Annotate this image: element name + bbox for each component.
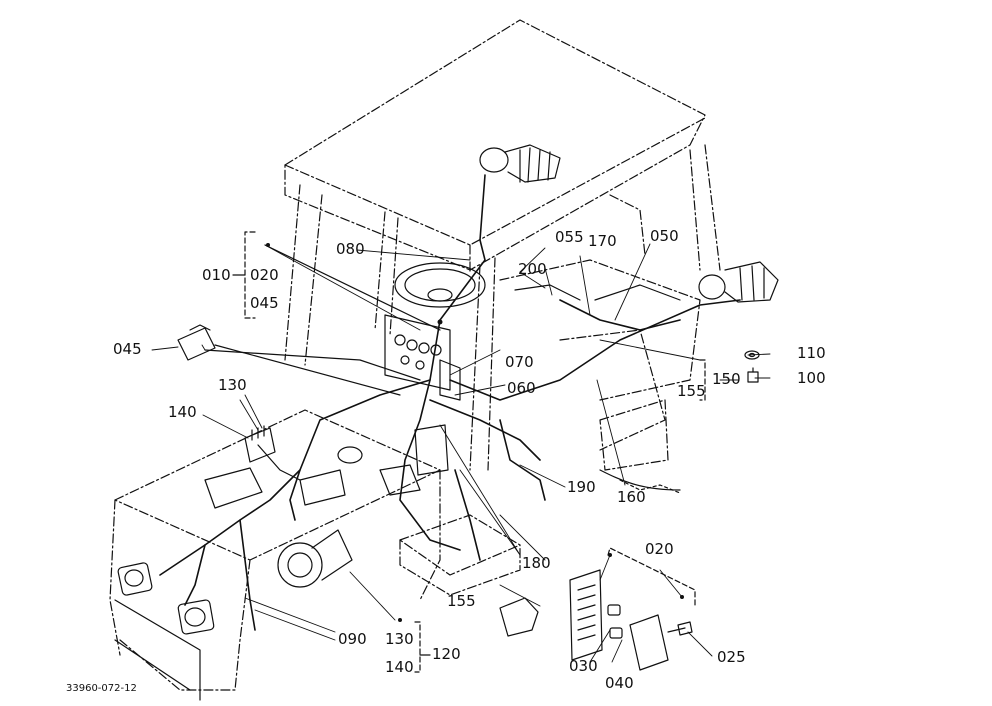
washer-110 <box>744 350 760 360</box>
callout-010: 010 <box>202 266 231 284</box>
callout-050: 050 <box>650 227 679 245</box>
headlight-right <box>177 599 215 635</box>
callout-130-bottom: 130 <box>385 630 414 648</box>
callout-110: 110 <box>797 344 826 362</box>
callout-020-fuse: 020 <box>645 540 674 558</box>
screw-head <box>677 621 693 636</box>
callout-155-bottom: 155 <box>447 592 476 610</box>
cab-roof <box>284 19 706 273</box>
bracket-150 <box>699 359 706 401</box>
fuse-cover <box>629 614 669 671</box>
cab-frame <box>284 144 721 471</box>
ground-line <box>599 469 681 491</box>
rear-fender <box>499 259 701 471</box>
ground-hatch <box>619 479 681 494</box>
callout-150: 150 <box>712 370 741 388</box>
front-grille <box>114 599 201 701</box>
callout-045: 045 <box>113 340 142 358</box>
callout-130-top: 130 <box>218 376 247 394</box>
callout-140-bottom: 140 <box>385 658 414 676</box>
fastener-dots <box>266 243 684 622</box>
callout-200: 200 <box>518 260 547 278</box>
callout-040: 040 <box>605 674 634 692</box>
instrument-panel <box>384 314 461 401</box>
fuse-box <box>569 569 603 661</box>
roof-lamp-rear <box>698 261 779 303</box>
bracket-120 <box>414 621 421 673</box>
bolt-100 <box>747 367 759 383</box>
roof-lamp-front <box>479 144 561 183</box>
wire-harness <box>159 174 741 631</box>
fuse-small <box>607 604 623 639</box>
leader-lines <box>151 243 771 663</box>
callout-190: 190 <box>567 478 596 496</box>
callout-020: 020 <box>250 266 279 284</box>
callout-025: 025 <box>717 648 746 666</box>
callout-060: 060 <box>507 379 536 397</box>
callout-100: 100 <box>797 369 826 387</box>
callout-080: 080 <box>336 240 365 258</box>
wire-thin <box>204 244 681 481</box>
callout-045-group: 045 <box>250 294 279 312</box>
engine-components <box>204 424 449 509</box>
battery-box <box>399 514 521 596</box>
callout-155-top: 155 <box>677 382 706 400</box>
callout-055: 055 <box>555 228 584 246</box>
callout-070: 070 <box>505 353 534 371</box>
callout-030: 030 <box>569 657 598 675</box>
callout-090: 090 <box>338 630 367 648</box>
relay-045 <box>177 324 216 361</box>
headlight-left <box>117 562 153 596</box>
callout-140-top: 140 <box>168 403 197 421</box>
relay-140 <box>244 425 276 463</box>
callout-120: 120 <box>432 645 461 663</box>
connector-155 <box>499 597 539 637</box>
alternator <box>277 529 353 588</box>
callout-160: 160 <box>617 488 646 506</box>
drawing-number: 33960-072-12 <box>66 683 137 694</box>
callout-170: 170 <box>588 232 617 250</box>
screw-025 <box>667 627 686 633</box>
steering-wheel <box>394 262 486 308</box>
callout-180: 180 <box>522 554 551 572</box>
bracket-020 <box>607 547 696 606</box>
